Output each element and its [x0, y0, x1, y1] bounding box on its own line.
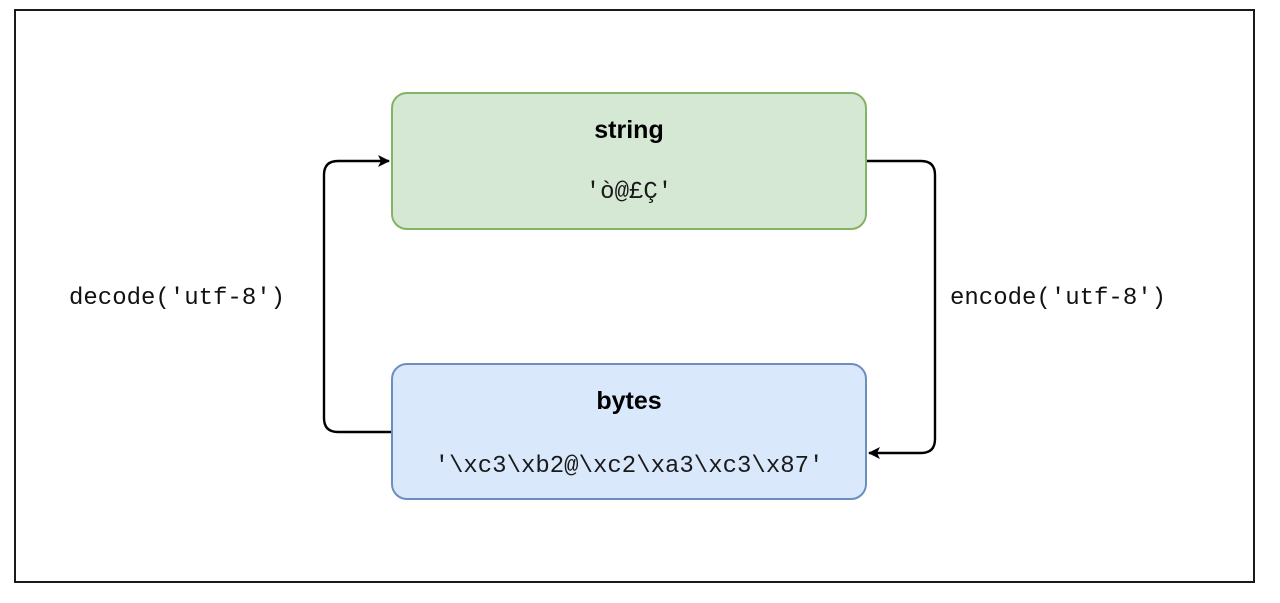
string-node-title: string: [594, 116, 664, 144]
string-node-value: 'ò@£Ç': [585, 179, 673, 206]
encode-connector: [867, 159, 937, 459]
bytes-node-value: '\xc3\xb2@\xc2\xa3\xc3\x87': [434, 453, 824, 480]
decode-label: decode('utf-8'): [69, 285, 286, 312]
bytes-node: bytes '\xc3\xb2@\xc2\xa3\xc3\x87': [391, 363, 867, 500]
string-node: string 'ò@£Ç': [391, 92, 867, 230]
encode-label: encode('utf-8'): [950, 285, 1167, 312]
bytes-node-title: bytes: [596, 387, 662, 415]
decode-connector: [322, 155, 391, 434]
